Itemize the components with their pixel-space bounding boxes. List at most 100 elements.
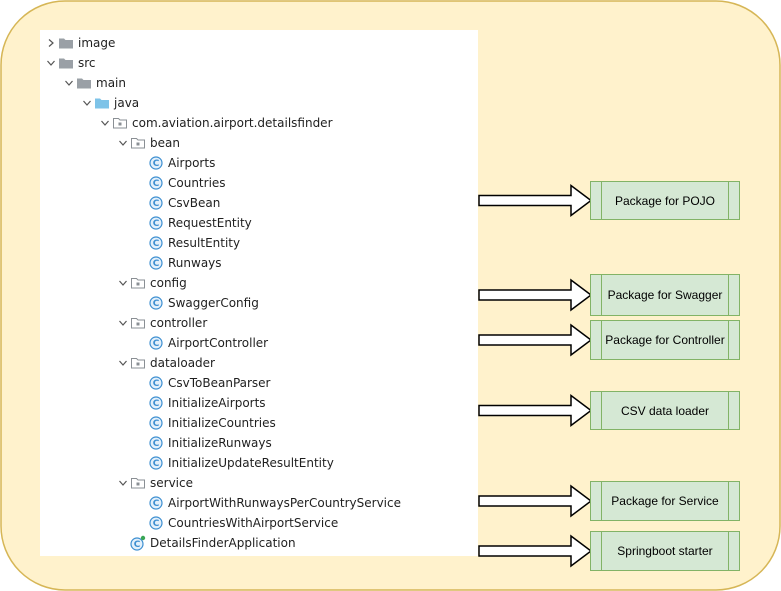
tree-item-label: com.aviation.airport.detailsfinder: [132, 116, 333, 130]
class-icon: C: [148, 215, 164, 231]
tree-item-label: InitializeRunways: [168, 436, 272, 450]
svg-text:C: C: [153, 519, 160, 529]
arrow-to-package-for-swagger: [478, 278, 593, 312]
package-icon: [130, 135, 146, 151]
callout-label: Springboot starter: [617, 544, 713, 558]
tree-item-label: dataloader: [150, 356, 215, 370]
chevron-down-icon[interactable]: [62, 73, 76, 93]
chevron-down-icon[interactable]: [116, 313, 130, 333]
tree-item-label: service: [150, 476, 193, 490]
svg-text:C: C: [153, 219, 160, 229]
tree-item-bean[interactable]: bean: [116, 133, 180, 153]
arrow-to-csv-data-loader: [478, 394, 593, 427]
chevron-right-icon[interactable]: [44, 33, 58, 53]
tree-item-label: controller: [150, 316, 208, 330]
chevron-down-icon[interactable]: [116, 353, 130, 373]
tree-item-runways[interactable]: C Runways: [134, 253, 222, 273]
package-icon: [130, 355, 146, 371]
chevron-down-icon[interactable]: [116, 133, 130, 153]
spring-boot-class-icon: C: [130, 535, 146, 551]
svg-text:C: C: [153, 399, 160, 409]
arrow-to-package-for-service: [478, 484, 593, 518]
svg-text:C: C: [153, 179, 160, 189]
class-icon: C: [148, 195, 164, 211]
tree-item-label: src: [78, 56, 96, 70]
svg-text:C: C: [153, 339, 160, 349]
tree-item-airportwithrunwayspercountryservice[interactable]: C AirportWithRunwaysPerCountryService: [134, 493, 401, 513]
class-icon: C: [148, 515, 164, 531]
svg-text:C: C: [134, 540, 141, 550]
class-icon: C: [148, 495, 164, 511]
tree-item-label: Runways: [168, 256, 222, 270]
package-icon: [130, 315, 146, 331]
class-icon: C: [148, 375, 164, 391]
callout-label: CSV data loader: [620, 403, 710, 418]
arrow-to-package-for-controller: [478, 323, 593, 357]
chevron-down-icon[interactable]: [80, 93, 94, 113]
chevron-down-icon[interactable]: [116, 473, 130, 493]
tree-item-config[interactable]: config: [116, 273, 187, 293]
svg-text:C: C: [153, 259, 160, 269]
tree-item-countries[interactable]: C Countries: [134, 173, 226, 193]
package-icon: [130, 475, 146, 491]
svg-text:C: C: [153, 379, 160, 389]
class-icon: C: [148, 295, 164, 311]
tree-item-label: CsvBean: [168, 196, 221, 210]
tree-item-label: main: [96, 76, 126, 90]
tree-item-swaggerconfig[interactable]: C SwaggerConfig: [134, 293, 259, 313]
tree-item-label: Countries: [168, 176, 226, 190]
chevron-down-icon[interactable]: [116, 273, 130, 293]
tree-item-label: image: [78, 36, 116, 50]
tree-item-dataloader[interactable]: dataloader: [116, 353, 215, 373]
tree-item-java[interactable]: java: [80, 93, 139, 113]
arrow-to-package-for-pojo: [478, 184, 593, 217]
tree-item-label: config: [150, 276, 187, 290]
chevron-down-icon[interactable]: [44, 53, 58, 73]
tree-item-src[interactable]: src: [44, 53, 96, 73]
tree-item-label: ResultEntity: [168, 236, 241, 250]
tree-item-image[interactable]: image: [44, 33, 115, 53]
class-icon: C: [148, 175, 164, 191]
chevron-down-icon[interactable]: [98, 113, 112, 133]
folder-icon: [76, 75, 92, 91]
tree-item-label: InitializeCountries: [168, 416, 276, 430]
folder-icon: [58, 55, 74, 71]
tree-item-controller[interactable]: controller: [116, 313, 207, 333]
tree-item-label: java: [114, 96, 140, 110]
callout-label: Package for Controller: [605, 333, 725, 347]
callout-package-for-controller: Package for Controller: [590, 320, 740, 360]
svg-text:C: C: [153, 299, 160, 309]
tree-item-label: RequestEntity: [168, 216, 252, 230]
class-icon: C: [148, 455, 164, 471]
callout-label: Package for POJO: [614, 193, 716, 208]
class-icon: C: [148, 155, 164, 171]
callout-label: Package for Service: [611, 494, 719, 508]
class-icon: C: [148, 395, 164, 411]
tree-item-label: SwaggerConfig: [168, 296, 259, 310]
callout-package-for-pojo: Package for POJO: [590, 181, 740, 220]
tree-item-csvtobeanparser[interactable]: C CsvToBeanParser: [134, 373, 271, 393]
tree-item-label: CsvToBeanParser: [168, 376, 271, 390]
folder-icon: [58, 35, 74, 51]
tree-item-label: AirportWithRunwaysPerCountryService: [168, 496, 401, 510]
tree-item-main[interactable]: main: [62, 73, 126, 93]
package-icon: [112, 115, 128, 131]
callout-label: Package for Swagger: [607, 288, 723, 302]
tree-item-service[interactable]: service: [116, 473, 193, 493]
class-icon: C: [148, 335, 164, 351]
package-icon: [130, 275, 146, 291]
tree-item-csvbean[interactable]: C CsvBean: [134, 193, 220, 213]
tree-item-com-aviation-airport-detailsfinder[interactable]: com.aviation.airport.detailsfinder: [98, 113, 333, 133]
tree-item-requestentity[interactable]: C RequestEntity: [134, 213, 252, 233]
